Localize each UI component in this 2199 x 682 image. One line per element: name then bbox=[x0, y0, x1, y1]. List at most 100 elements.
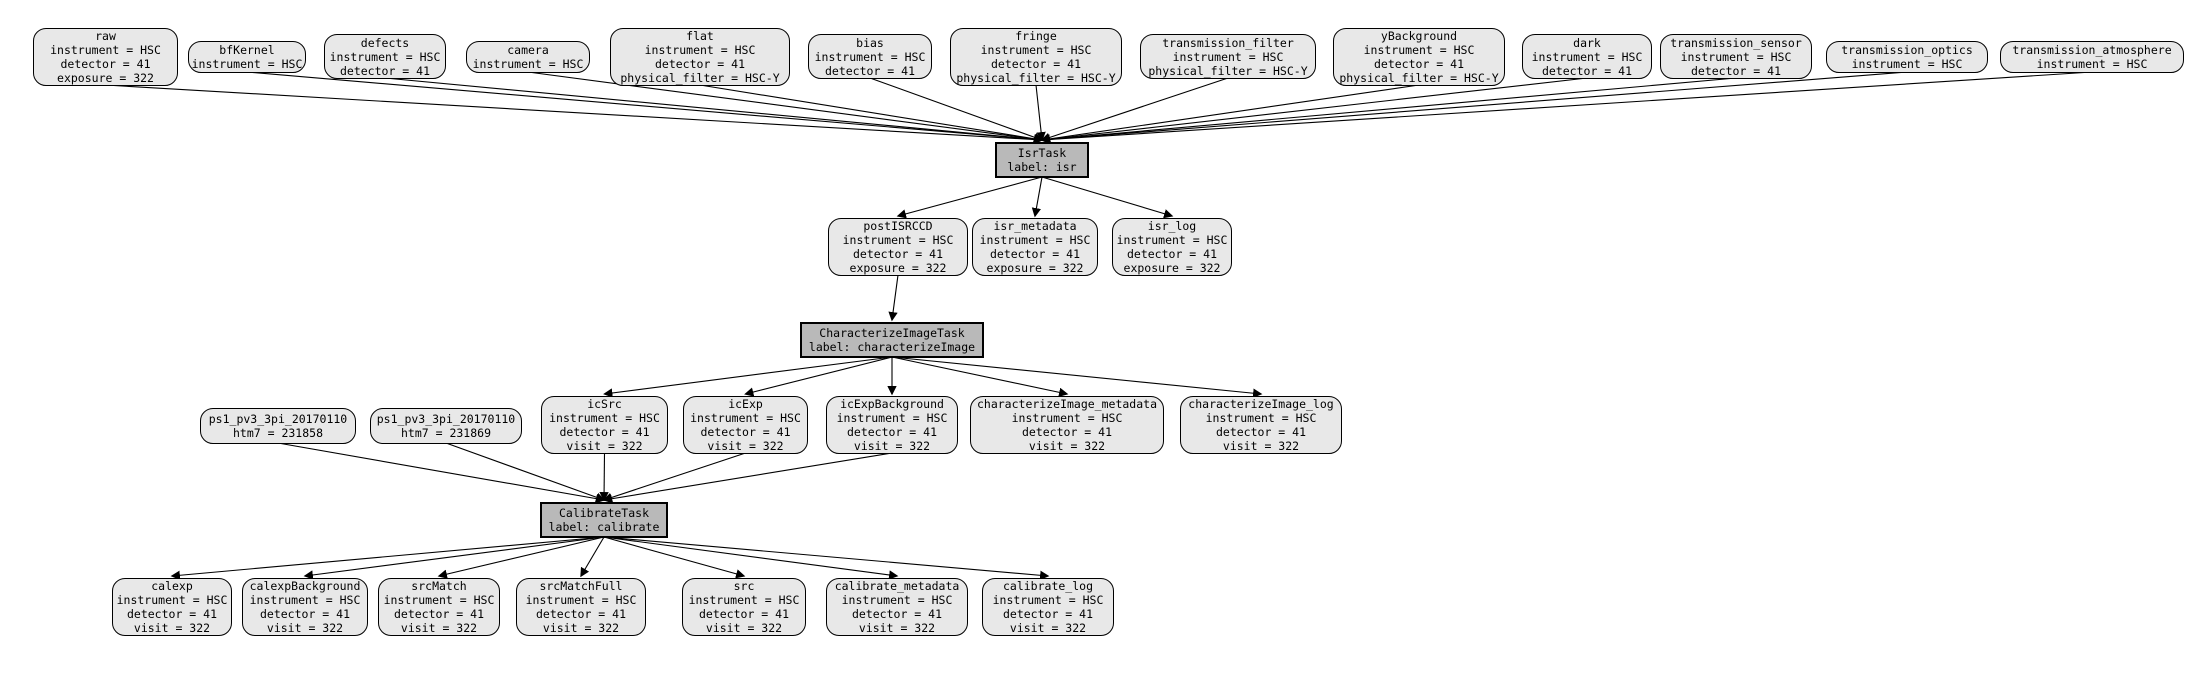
node-attr: detector = 41 bbox=[990, 57, 1081, 71]
dataset-node-transmission-atmosphere: transmission_atmosphere instrument = HSC bbox=[2000, 41, 2184, 73]
node-attr: visit = 322 bbox=[858, 621, 936, 635]
node-attr: htm7 = 231858 bbox=[232, 426, 323, 440]
dataset-node-raw: raw instrument = HSC detector = 41 expos… bbox=[33, 28, 178, 86]
edge-defects-to-isrTask bbox=[384, 77, 1044, 144]
dataset-node-bias: bias instrument = HSC detector = 41 bbox=[808, 34, 932, 79]
node-title: ps1_pv3_3pi_20170110 bbox=[376, 412, 516, 426]
edge-calibrateTask-to-srcMatch bbox=[437, 536, 605, 579]
edge-icSrc-to-calibrateTask bbox=[599, 452, 609, 502]
node-attr: visit = 322 bbox=[266, 621, 344, 635]
node-attr: physical_filter = HSC-Y bbox=[1148, 63, 1308, 78]
node-title: calexp bbox=[151, 579, 193, 593]
node-title: srcMatch bbox=[411, 579, 467, 593]
node-attr: instrument = HSC bbox=[525, 593, 637, 607]
edge-calibrateTask-to-calibrate_metadata bbox=[603, 536, 899, 580]
dataset-node-transmission-optics: transmission_optics instrument = HSC bbox=[1826, 41, 1988, 73]
node-attr: detector = 41 bbox=[1215, 425, 1306, 439]
node-attr: instrument = HSC bbox=[191, 57, 303, 71]
edge-transmission_filter-to-isrTask bbox=[1040, 77, 1229, 142]
node-attr: detector = 41 bbox=[700, 425, 791, 439]
node-attr: detector = 41 bbox=[1002, 607, 1093, 621]
node-title: icSrc bbox=[587, 397, 622, 411]
dataset-node-characterizeimage-metadata: characterizeImage_metadata instrument = … bbox=[970, 396, 1164, 454]
node-attr: detector = 41 bbox=[126, 607, 217, 621]
node-attr: visit = 322 bbox=[133, 621, 211, 635]
edge-fringe-to-isrTask bbox=[1035, 84, 1046, 142]
node-attr: detector = 41 bbox=[339, 63, 430, 78]
node-attr: detector = 41 bbox=[1690, 63, 1781, 78]
node-attr: instrument = HSC bbox=[842, 233, 954, 247]
node-attr: instrument = HSC bbox=[992, 593, 1104, 607]
node-attr: visit = 322 bbox=[707, 439, 784, 453]
node-attr: visit = 322 bbox=[705, 621, 783, 635]
dataset-node-srcmatchfull: srcMatchFull instrument = HSC detector =… bbox=[516, 578, 646, 636]
node-title: transmission_sensor bbox=[1670, 35, 1802, 50]
node-attr: instrument = HSC bbox=[980, 43, 1092, 57]
node-title: IsrTask bbox=[1017, 146, 1067, 160]
node-attr: instrument = HSC bbox=[1011, 411, 1123, 425]
node-title: CalibrateTask bbox=[558, 506, 649, 520]
node-title: characterizeImage_metadata bbox=[976, 397, 1157, 411]
dataset-node-postisrccd: postISRCCD instrument = HSC detector = 4… bbox=[828, 218, 968, 276]
node-attr: instrument = HSC bbox=[814, 49, 926, 64]
edge-raw-to-isrTask bbox=[105, 84, 1044, 145]
dataset-node-defects: defects instrument = HSC detector = 41 bbox=[324, 34, 446, 79]
node-title: src bbox=[733, 579, 755, 593]
node-title: raw bbox=[95, 29, 116, 43]
edge-bias-to-isrTask bbox=[869, 77, 1044, 142]
node-attr: visit = 322 bbox=[566, 439, 643, 453]
node-attr: exposure = 322 bbox=[986, 261, 1084, 275]
node-title: transmission_optics bbox=[1841, 43, 1973, 57]
node-attr: instrument = HSC bbox=[836, 411, 948, 425]
node-attr: detector = 41 bbox=[1126, 247, 1217, 261]
node-title: calibrate_log bbox=[1002, 579, 1093, 593]
dataset-node-calibrate-metadata: calibrate_metadata instrument = HSC dete… bbox=[826, 578, 968, 636]
task-node-calibrate: CalibrateTask label: calibrate bbox=[540, 502, 668, 538]
edge-isrTask-to-postISRCCD bbox=[896, 176, 1043, 219]
node-title: transmission_filter bbox=[1162, 35, 1294, 50]
edge-characterizeImageTask-to-icExp bbox=[744, 356, 893, 397]
dataset-node-transmission-filter: transmission_filter instrument = HSC phy… bbox=[1140, 34, 1316, 79]
dataset-node-ps1-refcat-231858: ps1_pv3_3pi_20170110 htm7 = 231858 bbox=[200, 408, 356, 444]
node-title: CharacterizeImageTask bbox=[819, 326, 965, 340]
node-attr: detector = 41 bbox=[535, 607, 626, 621]
edge-yBackground-to-isrTask bbox=[1040, 84, 1420, 144]
node-attr: instrument = HSC bbox=[2036, 57, 2148, 71]
node-attr: visit = 322 bbox=[400, 621, 478, 635]
node-title: characterizeImage_log bbox=[1188, 397, 1334, 411]
node-attr: detector = 41 bbox=[559, 425, 650, 439]
node-attr: physical_filter = HSC-Y bbox=[620, 71, 780, 85]
dataset-node-ybackground: yBackground instrument = HSC detector = … bbox=[1333, 28, 1505, 86]
dataset-node-ps1-refcat-231869: ps1_pv3_3pi_20170110 htm7 = 231869 bbox=[370, 408, 522, 444]
dataset-node-srcmatch: srcMatch instrument = HSC detector = 41 … bbox=[378, 578, 500, 636]
node-title: srcMatchFull bbox=[539, 579, 623, 593]
node-attr: htm7 = 231869 bbox=[400, 426, 491, 440]
dataset-node-fringe: fringe instrument = HSC detector = 41 ph… bbox=[950, 28, 1122, 86]
dataset-node-calexp: calexp instrument = HSC detector = 41 vi… bbox=[112, 578, 232, 636]
node-attr: label: characterizeImage bbox=[808, 340, 976, 354]
node-title: calexpBackground bbox=[249, 579, 361, 593]
dataset-node-flat: flat instrument = HSC detector = 41 phys… bbox=[610, 28, 790, 86]
edge-dark-to-isrTask bbox=[1040, 77, 1588, 144]
edge-calibrateTask-to-src bbox=[603, 536, 746, 579]
node-attr: instrument = HSC bbox=[688, 593, 800, 607]
node-attr: physical_filter = HSC-Y bbox=[956, 71, 1116, 85]
node-attr: instrument = HSC bbox=[383, 593, 495, 607]
dataset-node-bfkernel: bfKernel instrument = HSC bbox=[188, 41, 306, 73]
node-attr: instrument = HSC bbox=[1205, 411, 1317, 425]
node-attr: instrument = HSC bbox=[690, 411, 801, 425]
node-attr: visit = 322 bbox=[542, 621, 620, 635]
edge-transmission_atmosphere-to-isrTask bbox=[1040, 71, 2093, 145]
node-attr: detector = 41 bbox=[60, 57, 151, 71]
node-attr: detector = 41 bbox=[698, 607, 789, 621]
dataset-node-transmission-sensor: transmission_sensor instrument = HSC det… bbox=[1660, 34, 1812, 79]
edge-calibrateTask-to-calexpBackground bbox=[303, 536, 605, 580]
node-title: isr_metadata bbox=[993, 219, 1077, 233]
dataset-node-calibrate-log: calibrate_log instrument = HSC detector … bbox=[982, 578, 1114, 636]
dataset-node-isr-log: isr_log instrument = HSC detector = 41 e… bbox=[1112, 218, 1232, 276]
node-attr: instrument = HSC bbox=[1851, 57, 1963, 71]
node-attr: exposure = 322 bbox=[849, 261, 947, 275]
edge-calibrateTask-to-calibrate_log bbox=[603, 536, 1050, 580]
node-attr: physical_filter = HSC-Y bbox=[1339, 71, 1499, 85]
